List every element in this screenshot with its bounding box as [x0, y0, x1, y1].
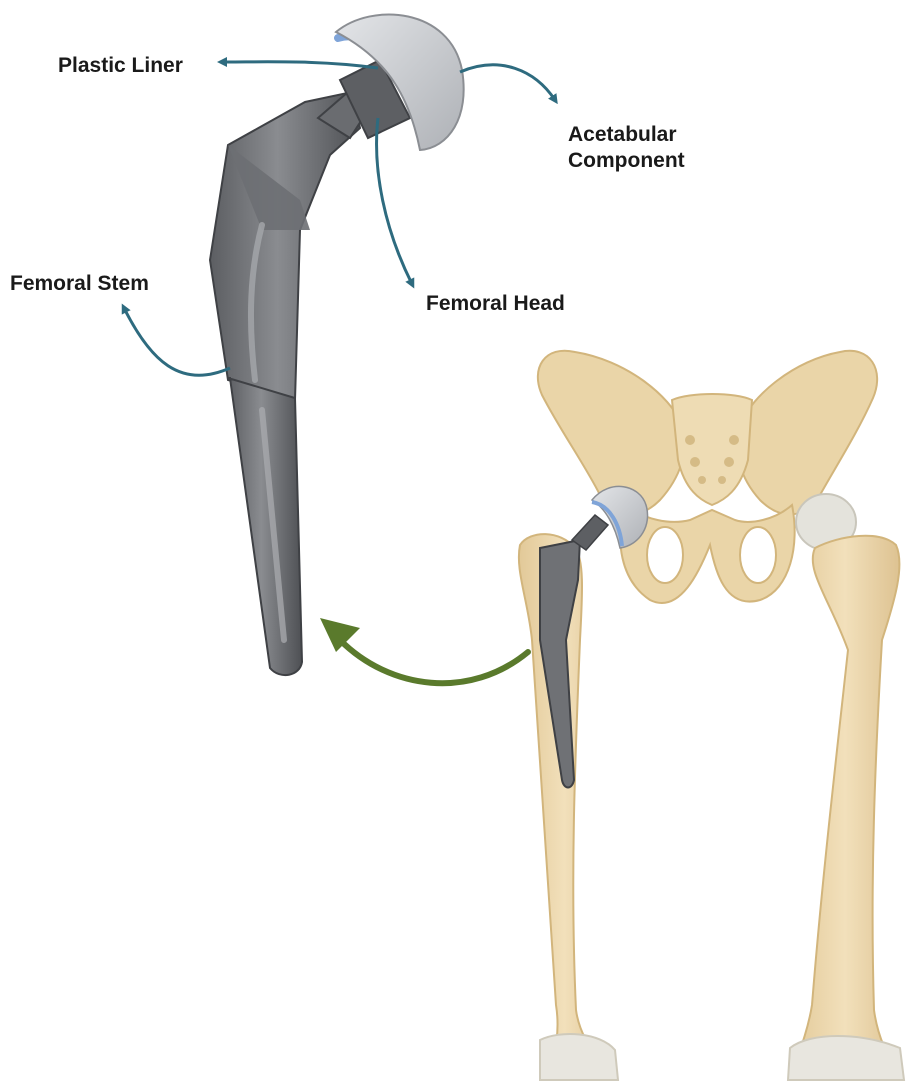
right-femur-bone [790, 536, 900, 1078]
left-femur-condyles [540, 1034, 618, 1080]
right-femur-condyles [788, 1036, 904, 1080]
sacrum [672, 394, 752, 505]
plastic-liner-callout-arrow [222, 62, 378, 68]
acetabular-callout-arrow [460, 65, 555, 100]
femoral-stem-label: Femoral Stem [10, 271, 149, 297]
femoral-head-callout-arrow [377, 118, 412, 284]
femoral-stem-shoulder [210, 92, 360, 400]
plastic-liner-label: Plastic Liner [58, 53, 183, 79]
transition-arrowhead [320, 618, 360, 652]
femoral-head-label: Femoral Head [426, 291, 565, 317]
right-obturator-foramen [740, 527, 776, 583]
hip-implant-illustration [210, 14, 464, 675]
right-iliac-wing [737, 351, 877, 515]
femoral-stem-callout-arrow [124, 308, 230, 375]
acetabular-component-label: Acetabular Component [568, 122, 685, 174]
transition-arrow-shaft [340, 640, 528, 683]
small-femoral-neck [572, 515, 608, 550]
right-femur [788, 536, 904, 1080]
left-obturator-foramen [647, 527, 683, 583]
acetabular-component-label-line1: Acetabular [568, 122, 685, 148]
acetabular-component-label-line2: Component [568, 148, 685, 174]
transition-arrow [320, 618, 528, 683]
